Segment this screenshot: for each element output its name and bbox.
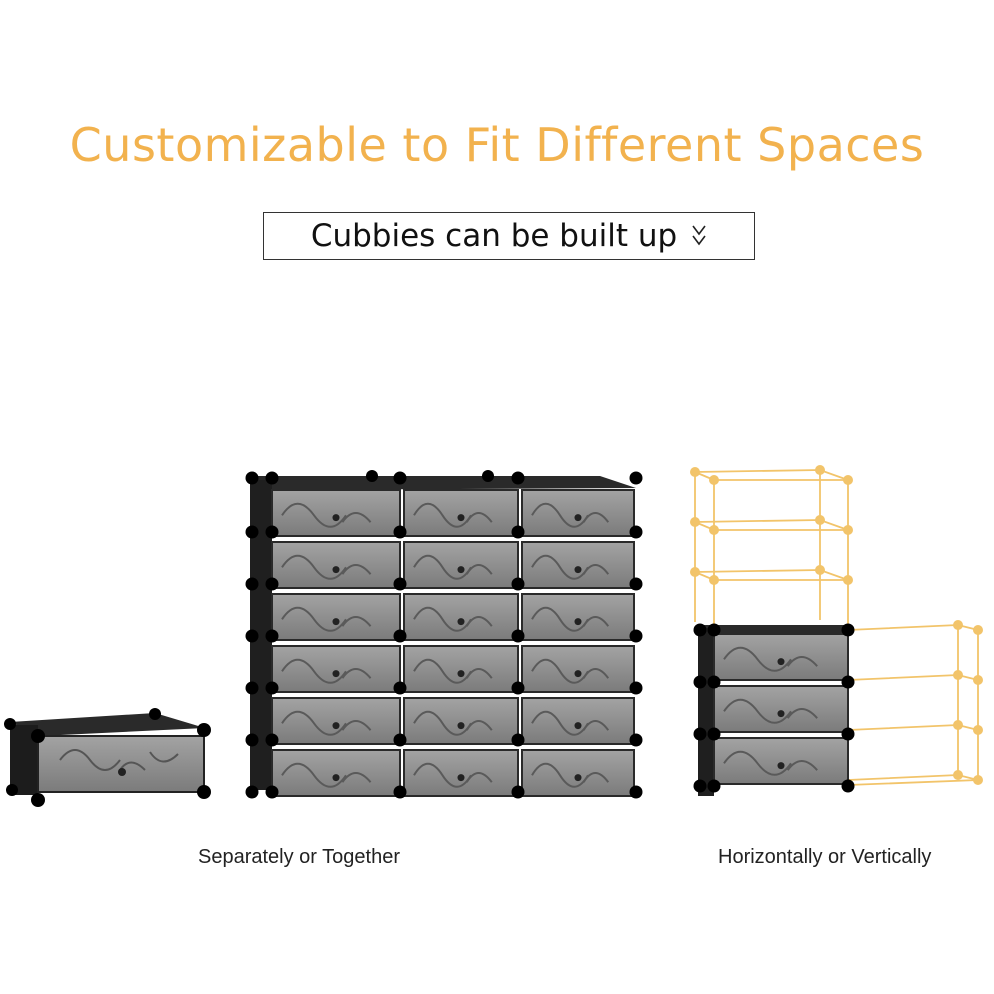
drawer-panel bbox=[713, 737, 849, 785]
drawer-panel bbox=[521, 645, 635, 693]
page-title: Customizable to Fit Different Spaces bbox=[69, 118, 925, 172]
drawer-panel bbox=[521, 697, 635, 745]
drawer-panel bbox=[403, 593, 519, 641]
drawer-panel bbox=[271, 697, 401, 745]
drawer-panel bbox=[713, 633, 849, 681]
drawer-panel bbox=[271, 593, 401, 641]
subtitle-box: Cubbies can be built up bbox=[263, 212, 755, 260]
drawer-panel bbox=[403, 645, 519, 693]
large-cubby-unit bbox=[245, 470, 643, 799]
drawer-panel bbox=[521, 749, 635, 797]
drawer-panel bbox=[521, 489, 635, 537]
drawer-panel bbox=[403, 697, 519, 745]
caption-right: Horizontally or Vertically bbox=[718, 846, 932, 868]
drawer-panel bbox=[403, 541, 519, 589]
drawer-panel bbox=[271, 489, 401, 537]
chevron-down-icon bbox=[692, 225, 706, 246]
expandable-unit bbox=[690, 465, 983, 796]
drawer-panel bbox=[713, 685, 849, 733]
drawer-panel bbox=[271, 541, 401, 589]
caption-left: Separately or Together bbox=[198, 846, 400, 868]
drawer-panel bbox=[521, 541, 635, 589]
drawer-panel bbox=[403, 489, 519, 537]
drawer-panel bbox=[403, 749, 519, 797]
drawer-panel bbox=[521, 593, 635, 641]
single-cube bbox=[4, 708, 211, 807]
drawer-panel bbox=[271, 749, 401, 797]
subtitle-text: Cubbies can be built up bbox=[310, 218, 678, 254]
drawer-panel bbox=[271, 645, 401, 693]
